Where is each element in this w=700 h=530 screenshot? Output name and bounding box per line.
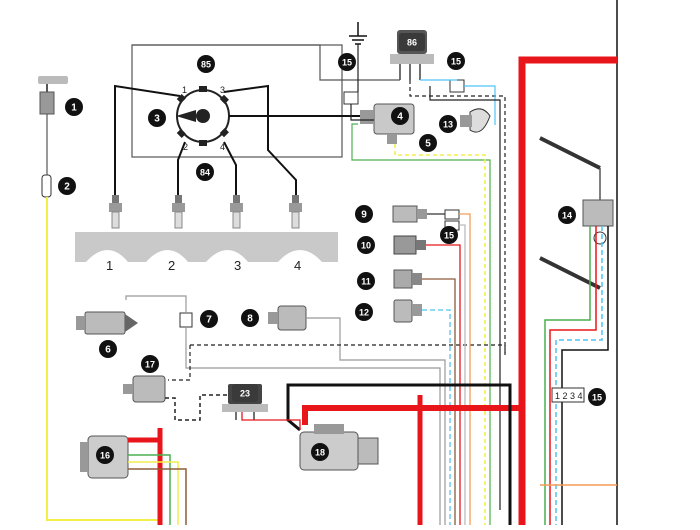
callout-3: 3 xyxy=(148,109,166,127)
connector-block xyxy=(444,209,460,220)
sensor-10 xyxy=(393,235,426,255)
callout-8: 8 xyxy=(241,309,259,327)
callout-label: 8 xyxy=(247,314,253,325)
callout-label: 3 xyxy=(154,114,160,125)
thin-wiring xyxy=(132,44,506,525)
switch-8 xyxy=(268,305,307,331)
connector-block xyxy=(551,387,585,403)
spark-plug xyxy=(172,195,185,229)
sensor-11 xyxy=(393,269,422,289)
callout-label: 16 xyxy=(100,451,110,461)
thin-wiring xyxy=(125,295,506,525)
callout-label: 12 xyxy=(359,308,369,318)
callout-4: 4 xyxy=(391,107,409,125)
callout-1: 1 xyxy=(65,98,83,116)
callout-11: 11 xyxy=(357,272,375,290)
callout-label: 11 xyxy=(361,277,371,287)
callout-label: 10 xyxy=(361,241,371,251)
cylinder-label: 2 xyxy=(168,258,175,273)
callout-label: 5 xyxy=(425,139,431,150)
callout-label: 6 xyxy=(105,345,111,356)
callout-label: 7 xyxy=(206,315,212,326)
connector-block xyxy=(343,91,359,105)
callout-label: 15 xyxy=(592,393,602,403)
callout-label: 85 xyxy=(201,60,211,70)
callout-10: 10 xyxy=(357,236,375,254)
callout-15: 15 xyxy=(338,53,356,71)
ground-symbol xyxy=(349,22,367,45)
spark-plug xyxy=(289,195,302,229)
callout-6: 6 xyxy=(99,340,117,358)
callout-label: 15 xyxy=(444,231,454,241)
connector-pin-label: 1 2 3 4 xyxy=(555,391,583,401)
engine-block xyxy=(75,232,338,262)
callout-15: 15 xyxy=(440,226,458,244)
sensor-9 xyxy=(392,205,427,223)
right-harness xyxy=(540,168,617,525)
ht-leads xyxy=(114,84,374,195)
callout-label: 4 xyxy=(397,112,403,123)
thin-wiring xyxy=(165,394,242,421)
callout-label: 86 xyxy=(407,38,417,48)
cylinder-label: 1 xyxy=(106,258,113,273)
sensor-13 xyxy=(460,108,491,133)
spark-plug xyxy=(109,195,122,229)
callout-label: 17 xyxy=(145,360,155,370)
callout-5: 5 xyxy=(419,134,437,152)
callout-label: 14 xyxy=(562,211,572,221)
callout-18: 18 xyxy=(311,443,329,461)
callout-23: 23 xyxy=(232,384,258,402)
callout-14: 14 xyxy=(558,206,576,224)
callout-label: 18 xyxy=(315,448,325,458)
distributor-terminal-label: 4 xyxy=(220,142,225,152)
distributor-terminal-label: 3 xyxy=(220,85,225,95)
wiper-motor xyxy=(582,199,614,245)
callout-label: 23 xyxy=(240,389,250,399)
solenoid-6 xyxy=(76,311,138,335)
callout-label: 1 xyxy=(71,103,77,114)
callout-84: 84 xyxy=(196,163,214,181)
relay-17 xyxy=(123,375,166,403)
callout-13: 13 xyxy=(439,115,457,133)
callout-label: 9 xyxy=(361,210,367,221)
callout-12: 12 xyxy=(355,303,373,321)
callout-label: 15 xyxy=(451,57,461,67)
callout-label: 13 xyxy=(443,120,453,130)
cylinder-label: 3 xyxy=(234,258,241,273)
callout-15: 15 xyxy=(588,388,606,406)
switch-7 xyxy=(179,312,193,328)
distributor xyxy=(131,44,343,158)
spark-plug xyxy=(230,195,243,229)
distributor-terminal-label: 2 xyxy=(183,142,188,152)
callout-86: 86 xyxy=(399,33,425,51)
starter-motor xyxy=(299,424,379,471)
callout-9: 9 xyxy=(355,205,373,223)
sensor-12 xyxy=(393,299,422,323)
alternator-wiring xyxy=(128,437,187,525)
callout-15: 15 xyxy=(447,52,465,70)
callout-16: 16 xyxy=(96,446,114,464)
sensor-wiring xyxy=(422,213,471,525)
connector-block xyxy=(449,79,465,93)
heavy-wiring xyxy=(159,56,617,525)
cylinder-label: 4 xyxy=(294,258,301,273)
callout-label: 2 xyxy=(64,182,70,193)
callout-label: 15 xyxy=(342,58,352,68)
distributor-terminal-label: 1 xyxy=(182,85,187,95)
thin-wiring xyxy=(46,114,160,521)
callout-85: 85 xyxy=(197,55,215,73)
callout-7: 7 xyxy=(200,310,218,328)
callout-2: 2 xyxy=(58,177,76,195)
callout-label: 84 xyxy=(200,168,210,178)
callout-17: 17 xyxy=(141,355,159,373)
